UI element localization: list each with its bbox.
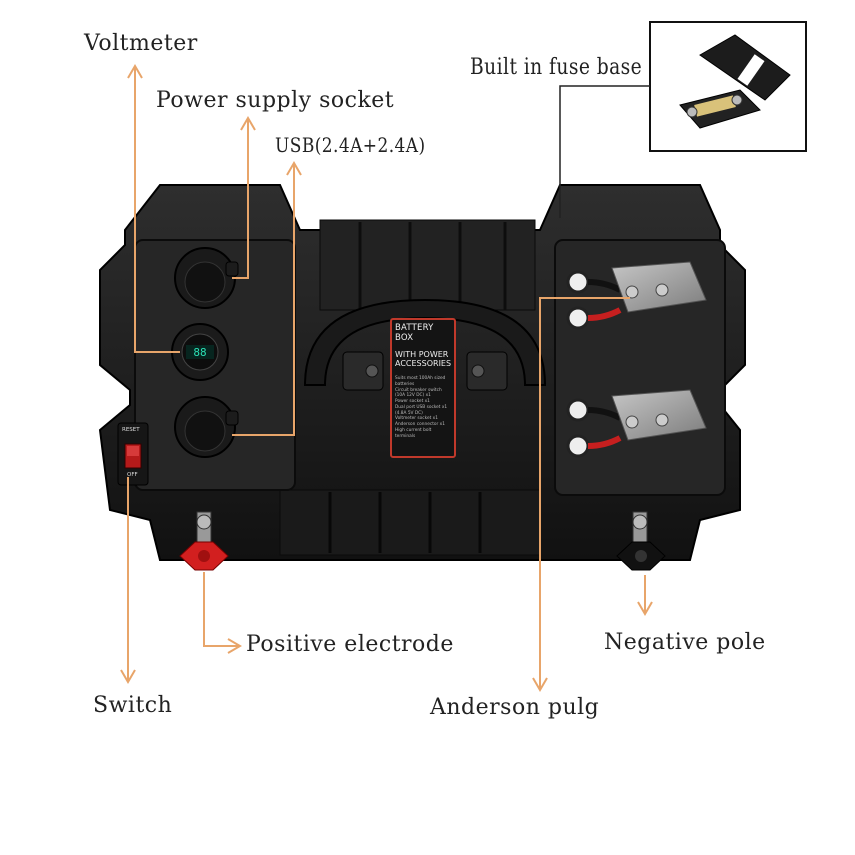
- label-title: BATTERY BOX: [395, 323, 434, 343]
- label-feature: Circuit breaker switch: [395, 387, 442, 393]
- product-label: BATTERY BOX WITH POWER ACCESSORIES Suits…: [390, 318, 456, 458]
- anderson-plug-top: [566, 261, 707, 330]
- label-feature: Suits most 100Ah sized batteries: [395, 375, 446, 387]
- switch-reset-label: RESET: [122, 427, 140, 433]
- callout-usb: USB(2.4A+2.4A): [275, 133, 426, 157]
- callout-fuse-base: Built in fuse base: [470, 55, 643, 80]
- usb-socket: [174, 396, 239, 458]
- fuse-base-inset: [649, 21, 807, 152]
- callout-power-supply-socket: Power supply socket: [156, 88, 395, 113]
- label-feature: Voltmeter socket x1: [395, 416, 438, 422]
- callout-negative-pole: Negative pole: [604, 630, 766, 655]
- svg-text:88: 88: [193, 346, 206, 359]
- label-feature: (10A 12V DC) x1: [395, 393, 431, 399]
- label-subtitle: WITH POWER ACCESSORIES: [395, 349, 452, 368]
- circuit-breaker-switch: [117, 422, 149, 486]
- callout-voltmeter: Voltmeter: [84, 31, 198, 56]
- negative-terminal: [616, 511, 666, 571]
- switch-off-label: OFF: [127, 472, 138, 478]
- label-feature-list: Suits most 100Ah sized batteries Circuit…: [395, 376, 451, 440]
- label-feature: Anderson connector x1: [395, 422, 445, 428]
- label-feature: Dual port USB socket x1: [395, 404, 448, 410]
- label-feature: Power socket x1: [395, 399, 430, 405]
- callout-switch: Switch: [93, 693, 173, 718]
- label-feature: High current bolt terminals: [395, 428, 432, 439]
- callout-positive-electrode: Positive electrode: [246, 632, 454, 657]
- anderson-plug-bottom: [566, 389, 707, 458]
- callout-anderson-plug: Anderson pulg: [430, 695, 600, 720]
- fuse-callout-line: [559, 85, 650, 218]
- voltmeter-display: 88: [171, 323, 229, 381]
- positive-terminal: [179, 511, 229, 571]
- power-supply-socket: [174, 247, 239, 309]
- label-feature: (4.8A 5V DC): [395, 410, 423, 416]
- callout-lines: [120, 64, 653, 692]
